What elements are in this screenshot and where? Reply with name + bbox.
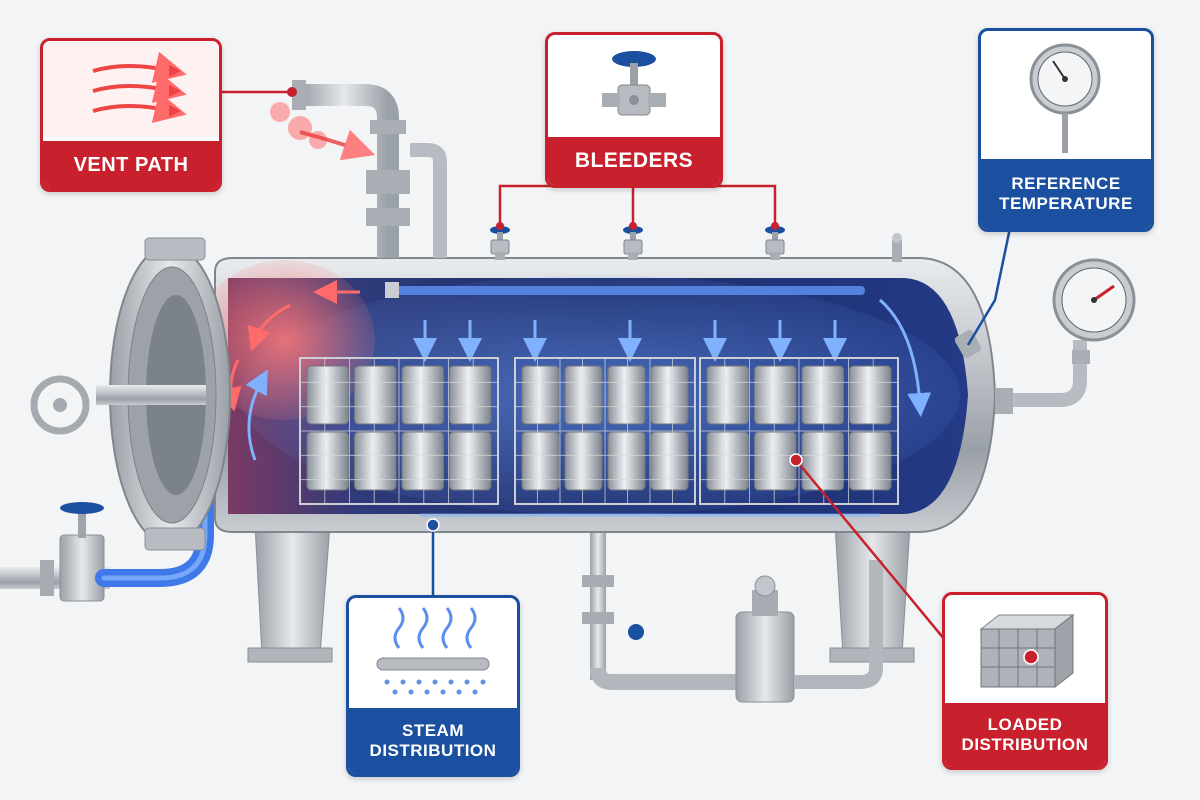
can <box>521 365 560 425</box>
steam-distribution-line2: DISTRIBUTION <box>369 741 497 760</box>
basket-icon <box>979 613 1075 689</box>
can <box>650 431 689 491</box>
loaded-distribution-line1: LOADED <box>987 715 1063 735</box>
can <box>801 365 844 425</box>
can <box>306 431 349 491</box>
can <box>706 431 749 491</box>
callout-steam-distribution: STEAM DISTRIBUTION <box>346 595 520 777</box>
pressure-gauge-icon <box>1052 258 1136 342</box>
can <box>401 365 444 425</box>
can <box>401 431 444 491</box>
bleeders-text: BLEEDERS <box>574 148 694 172</box>
can <box>607 431 646 491</box>
steam-distribution-line1: STEAM <box>402 721 464 741</box>
vent-path-text: VENT PATH <box>73 153 189 176</box>
callout-loaded-distribution: LOADED DISTRIBUTION <box>942 592 1108 770</box>
can <box>607 365 646 425</box>
vent-path-label: VENT PATH <box>43 141 219 189</box>
bleeder-valve <box>765 226 785 260</box>
callout-vent-path: VENT PATH <box>40 38 222 192</box>
bleeder-valve <box>623 226 643 260</box>
callout-bleeders: BLEEDERS <box>545 32 723 188</box>
can <box>849 365 892 425</box>
bleeders-label: BLEEDERS <box>548 137 720 185</box>
can <box>754 365 797 425</box>
bleeder-valve <box>490 226 510 260</box>
valve-icon <box>602 51 666 116</box>
reference-temperature-label: REFERENCE TEMPERATURE <box>981 159 1151 229</box>
can <box>306 365 349 425</box>
loaded-distribution-label: LOADED DISTRIBUTION <box>945 703 1105 767</box>
can <box>354 431 397 491</box>
can <box>650 365 689 425</box>
reference-temperature-line2: TEMPERATURE <box>999 194 1133 213</box>
reference-temperature-line1: REFERENCE <box>1011 174 1121 194</box>
can <box>564 365 603 425</box>
can <box>354 365 397 425</box>
can <box>449 431 492 491</box>
can <box>564 431 603 491</box>
can <box>521 431 560 491</box>
arrows-icon <box>43 41 219 137</box>
callout-reference-temperature: REFERENCE TEMPERATURE <box>978 28 1154 232</box>
steam-pipe-icon <box>376 607 490 695</box>
steam-distribution-label: STEAM DISTRIBUTION <box>349 708 517 774</box>
can <box>449 365 492 425</box>
can <box>706 365 749 425</box>
loaded-distribution-line2: DISTRIBUTION <box>961 735 1089 754</box>
can <box>801 431 844 491</box>
can <box>849 431 892 491</box>
thermometer-dial-icon <box>1029 43 1101 153</box>
